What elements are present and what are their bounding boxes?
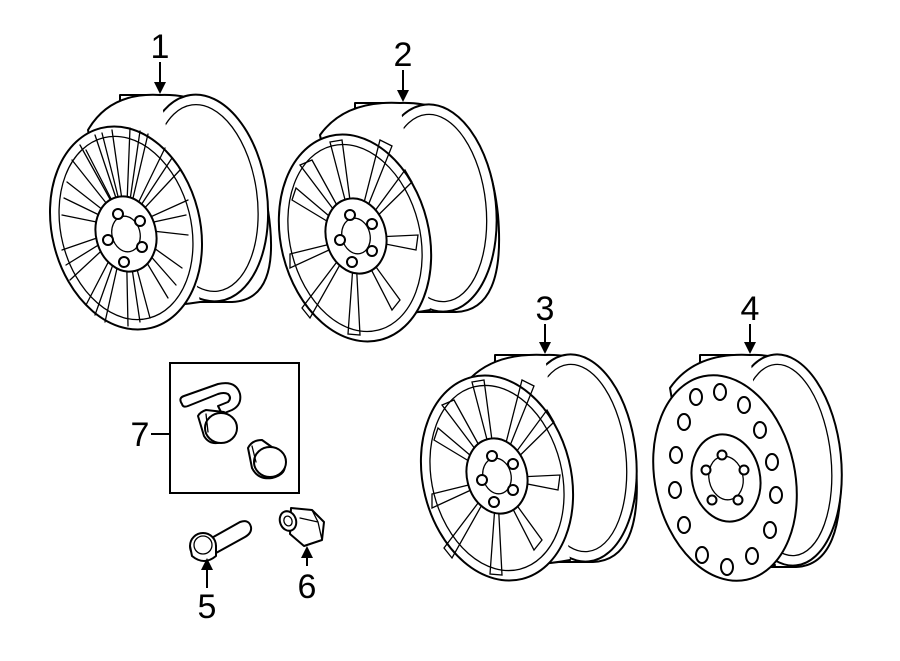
wheel-stud[interactable] xyxy=(189,520,253,562)
callout-arrow-4 xyxy=(744,324,756,354)
kit-box-outline xyxy=(169,362,300,494)
wheel-4[interactable] xyxy=(635,349,852,595)
lug-nut[interactable] xyxy=(277,507,325,547)
callout-2: 2 xyxy=(394,36,413,74)
callout-arrow-6 xyxy=(301,546,313,566)
callout-3: 3 xyxy=(536,290,555,328)
wheel-4-vent-holes xyxy=(668,383,783,576)
wheel-3[interactable] xyxy=(400,349,647,597)
callout-arrow-5 xyxy=(201,558,213,588)
wheel-2[interactable] xyxy=(258,98,507,357)
callout-7: 7 xyxy=(131,416,150,454)
callout-6: 6 xyxy=(298,568,317,606)
callout-5: 5 xyxy=(198,588,217,626)
wheel-2-spokes xyxy=(289,139,419,336)
callout-arrow-1 xyxy=(154,62,166,94)
callout-1: 1 xyxy=(151,28,170,66)
callout-arrow-2 xyxy=(397,70,409,102)
callout-4: 4 xyxy=(741,290,760,328)
wheel-1[interactable] xyxy=(29,86,281,345)
callout-arrow-3 xyxy=(539,324,551,354)
wheel-3-spokes xyxy=(431,379,561,576)
wheel-lock-kit[interactable] xyxy=(169,362,300,494)
